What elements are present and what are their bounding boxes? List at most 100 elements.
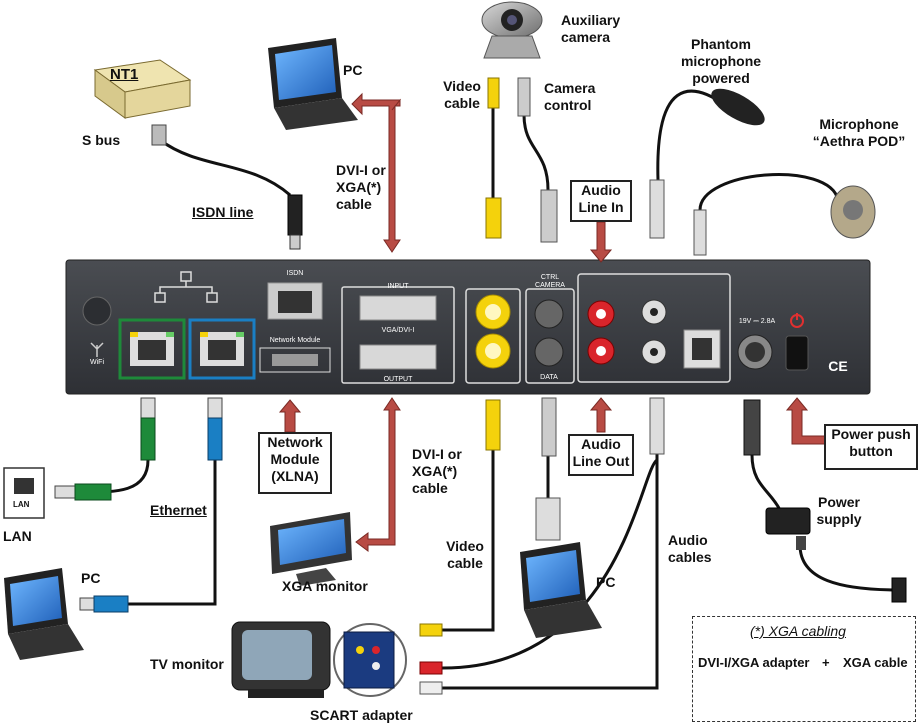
camera-control-label: Camera control [544, 80, 596, 113]
panel-wifi: WiFi [90, 359, 104, 366]
pod-microphone [830, 185, 876, 239]
phantom-microphone [711, 88, 765, 126]
panel-ce-mark: CE [828, 358, 848, 374]
arrows [278, 92, 827, 552]
tv-monitor-label: TV monitor [150, 656, 224, 672]
camera-control-panel-plug [540, 189, 558, 243]
ethernet-label: Ethernet [150, 502, 207, 518]
pod-mic-plug [693, 209, 707, 256]
scart-adapter-label: SCART adapter [310, 707, 413, 723]
network-tree-icon [154, 271, 218, 303]
arrow-power-push [785, 397, 827, 445]
scart-adapter [333, 623, 407, 697]
ctrl-camera-port [534, 299, 564, 329]
wifi-icon [90, 342, 104, 357]
dvi-bottom-label: DVI-I or XGA(*) cable [412, 446, 462, 496]
network-module-box: Network Module (XLNA) [258, 432, 332, 494]
video-plug-top [487, 77, 500, 109]
video-cable-top-label: Video cable [443, 78, 481, 111]
lan-port-frame [118, 318, 186, 380]
arrow-pc-top [351, 92, 402, 253]
audio-line-out-box: Audio Line Out [568, 434, 634, 476]
pod-mic-label: Microphone “Aethra POD” [812, 116, 906, 149]
audio-out-plug [649, 397, 665, 455]
xga-cable-label: XGA cable [843, 655, 908, 670]
isdn-line-label: ISDN line [192, 204, 254, 220]
back-panel [65, 259, 871, 395]
video-frame [465, 288, 521, 384]
arrow-xga-monitor [355, 397, 401, 552]
pc-top-laptop [268, 38, 358, 130]
dvi-top-label: DVI-I or XGA(*) cable [336, 162, 386, 212]
video-cable-bottom-label: Video cable [446, 538, 484, 571]
ctrl-frame [525, 288, 575, 384]
audio-line-in-box: Audio Line In [570, 180, 632, 222]
data-serial-connector [535, 497, 561, 541]
plus-sign: + [822, 655, 830, 670]
power-button [785, 335, 809, 371]
pc-ethernet-cable [100, 460, 217, 606]
dvi-output-port [359, 344, 437, 370]
phantom-mic-plug [649, 179, 665, 239]
tv-monitor [231, 621, 331, 698]
panel-isdn: ISDN [286, 270, 304, 277]
s-bus-plug [151, 124, 167, 146]
s-bus-label: S bus [82, 132, 121, 148]
xga-monitor-label: XGA monitor [282, 578, 368, 594]
power-supply-label: Power supply [816, 494, 862, 527]
data-plug-panel [541, 397, 557, 457]
lan-plug-panel [140, 417, 156, 461]
arrow-audio-out [589, 397, 613, 433]
pc-left-laptop [4, 568, 84, 660]
video-out-cable [440, 445, 495, 632]
rca-white-plug [419, 681, 443, 695]
cables [77, 89, 901, 690]
audio-cables-label: Audio cables [668, 532, 712, 565]
lan-plug-socket [74, 483, 112, 501]
power-cable-1 [750, 454, 782, 511]
mains-plug [891, 577, 907, 603]
camera-control-cable [522, 114, 550, 191]
xga-monitor [270, 512, 352, 586]
pc-mid-label: PC [596, 574, 616, 590]
pc-plug-laptop [93, 595, 129, 613]
data-port [534, 337, 564, 367]
audio-cable-2 [439, 458, 659, 670]
panel-ctrl-camera: CTRL CAMERA [535, 274, 565, 289]
pc-left-label: PC [81, 570, 101, 586]
power-push-box: Power push button [824, 424, 918, 470]
isdn-plug [287, 194, 303, 236]
xga-note-title: (*) XGA cabling [750, 623, 846, 639]
nt1-label: NT1 [110, 66, 139, 83]
xga-cabling-note [692, 616, 916, 722]
pc-mid-laptop [520, 542, 602, 638]
pc-plug-panel [207, 417, 223, 461]
camera-control-plug [517, 77, 531, 117]
pc-port-frame [188, 318, 256, 380]
auxiliary-camera [481, 1, 543, 59]
pod-mic-cable [698, 173, 840, 211]
s-bus-cable [159, 138, 291, 197]
dvi-frame [341, 286, 455, 384]
panel-body [65, 259, 871, 395]
panel-network-module: Network Module [269, 337, 321, 344]
phantom-mic-cable [656, 89, 726, 181]
arrow-audio-in [589, 221, 613, 263]
audio-frame [577, 273, 731, 383]
arrow-network-module [278, 399, 302, 433]
power-supply-brick [765, 507, 811, 535]
aux-camera-label: Auxiliary camera [561, 12, 621, 45]
phantom-mic-label: Phantom microphone powered [680, 36, 762, 86]
wifi-antenna-port [82, 296, 112, 326]
dvi-input-port [359, 295, 437, 321]
rca-red-plug [419, 661, 443, 675]
panel-output: OUTPUT [383, 376, 413, 383]
network-module-slot [259, 347, 331, 373]
nt1-box [93, 59, 192, 119]
panel-input: INPUT [387, 283, 409, 290]
power-cable-2 [798, 544, 901, 592]
audio-cable-1 [440, 448, 659, 690]
pc-top-label: PC [343, 62, 363, 78]
panel-data: DATA [540, 374, 558, 381]
